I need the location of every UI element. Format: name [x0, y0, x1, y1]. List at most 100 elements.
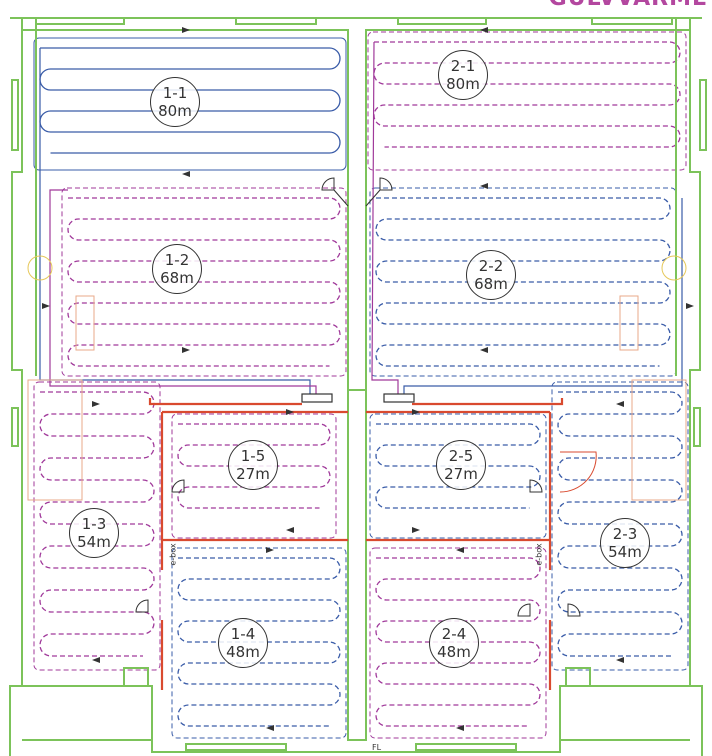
- window-bottom-right: [415, 743, 517, 751]
- pipe-2-2: [403, 198, 683, 394]
- zone-length: 27m: [236, 465, 270, 483]
- loop-1-3-frame: [33, 381, 161, 671]
- heating-loops: [33, 31, 689, 739]
- zone-label-2-1: 2-1 80m: [438, 50, 488, 100]
- detail-circle-left: [27, 255, 53, 281]
- loop-2-3-frame: [551, 381, 689, 671]
- outer-wall-top-inner: [22, 29, 690, 391]
- flow-arrow: [266, 725, 274, 731]
- manifold-right: [383, 393, 415, 403]
- detail-circle-right: [661, 255, 687, 281]
- flow-arrow: [182, 347, 190, 353]
- stair-right-top: [619, 295, 639, 351]
- loop-1-2: [67, 197, 341, 367]
- zone-id: 1-1: [162, 84, 188, 102]
- flow-arrow: [266, 547, 274, 553]
- stairs: [27, 255, 687, 501]
- red-line-left-top: [148, 398, 302, 406]
- ebox-label-left: e-box: [168, 543, 178, 566]
- zone-label-1-5: 1-5 27m: [228, 440, 278, 490]
- zone-label-1-2: 1-2 68m: [152, 244, 202, 294]
- loop-1-1-frame: [33, 37, 347, 171]
- bottom-wall-right: [559, 685, 690, 741]
- door-line-1: [333, 189, 349, 207]
- flow-arrow: [412, 409, 420, 415]
- zone-id: 2-3: [612, 525, 638, 543]
- window-top-mid2: [397, 17, 487, 25]
- zone-id: 1-3: [81, 515, 107, 533]
- outer-wall-left: [9, 18, 23, 756]
- zone-label-2-3: 2-3 54m: [600, 518, 650, 568]
- stair-right: [631, 379, 687, 501]
- flow-arrow: [92, 401, 100, 407]
- zone-id: 1-2: [164, 251, 190, 269]
- column-right: [565, 667, 591, 687]
- window-right: [699, 79, 707, 151]
- stair-left-top: [75, 295, 95, 351]
- zone-id: 1-5: [240, 447, 266, 465]
- bottom-center: [151, 740, 561, 753]
- zone-id: 1-4: [230, 625, 256, 643]
- outer-wall-right: [689, 18, 703, 756]
- flow-arrow: [286, 409, 294, 415]
- door-line-2: [365, 189, 381, 207]
- zone-id: 2-1: [450, 57, 476, 75]
- page-title: GULVVARME: [549, 0, 708, 11]
- red-line-right-top: [412, 398, 564, 406]
- window-top-right: [591, 17, 673, 25]
- zone-id: 2-4: [441, 625, 467, 643]
- pipe-1-2: [49, 189, 317, 394]
- stair-left: [27, 379, 83, 501]
- flow-arrows: [42, 27, 694, 731]
- flow-arrow: [616, 401, 624, 407]
- flow-arrow: [480, 183, 488, 189]
- zone-length: 80m: [446, 75, 480, 93]
- door-5: [135, 599, 149, 613]
- zone-label-1-4: 1-4 48m: [218, 618, 268, 668]
- door-2: [379, 177, 393, 191]
- flow-arrow: [182, 27, 190, 33]
- loop-1-1: [39, 47, 341, 154]
- column-left: [123, 667, 149, 687]
- loop-2-5-frame: [369, 413, 547, 539]
- flow-arrow: [42, 303, 50, 309]
- zone-length: 68m: [160, 269, 194, 287]
- center-wall: [347, 30, 367, 741]
- bottom-wall: [22, 685, 153, 741]
- zone-length: 48m: [437, 643, 471, 661]
- window-left: [11, 79, 19, 151]
- loop-2-4-frame: [369, 547, 547, 739]
- flow-arrow: [480, 347, 488, 353]
- zone-length: 80m: [158, 102, 192, 120]
- flow-arrow: [616, 657, 624, 663]
- window-top-mid1: [235, 17, 317, 25]
- flow-arrow: [92, 657, 100, 663]
- loop-1-2-frame: [61, 187, 347, 377]
- flow-arrow: [286, 527, 294, 533]
- zone-label-1-3: 1-3 54m: [69, 508, 119, 558]
- zone-length: 27m: [444, 465, 478, 483]
- pipe-2-1: [371, 41, 399, 394]
- loop-1-5-frame: [171, 413, 337, 539]
- door-6: [517, 603, 531, 617]
- flow-arrow: [480, 27, 488, 33]
- zone-label-2-2: 2-2 68m: [466, 250, 516, 300]
- ebox-label-right: e-box: [534, 543, 544, 566]
- flow-arrow: [412, 527, 420, 533]
- zone-length: 54m: [608, 543, 642, 561]
- loop-2-1: [373, 41, 681, 148]
- window-bottom-left: [185, 743, 287, 751]
- window-right-2: [693, 407, 701, 447]
- zone-length: 68m: [474, 275, 508, 293]
- flow-arrow: [456, 725, 464, 731]
- door-7: [567, 603, 581, 617]
- door-swing-right: [559, 451, 597, 493]
- pipe-1-1: [39, 48, 311, 394]
- flow-arrow: [456, 547, 464, 553]
- walls: [9, 17, 707, 756]
- zone-id: 2-2: [478, 257, 504, 275]
- zone-label-2-5: 2-5 27m: [436, 440, 486, 490]
- door-4: [529, 479, 543, 493]
- doors: [135, 177, 581, 617]
- zone-length: 48m: [226, 643, 260, 661]
